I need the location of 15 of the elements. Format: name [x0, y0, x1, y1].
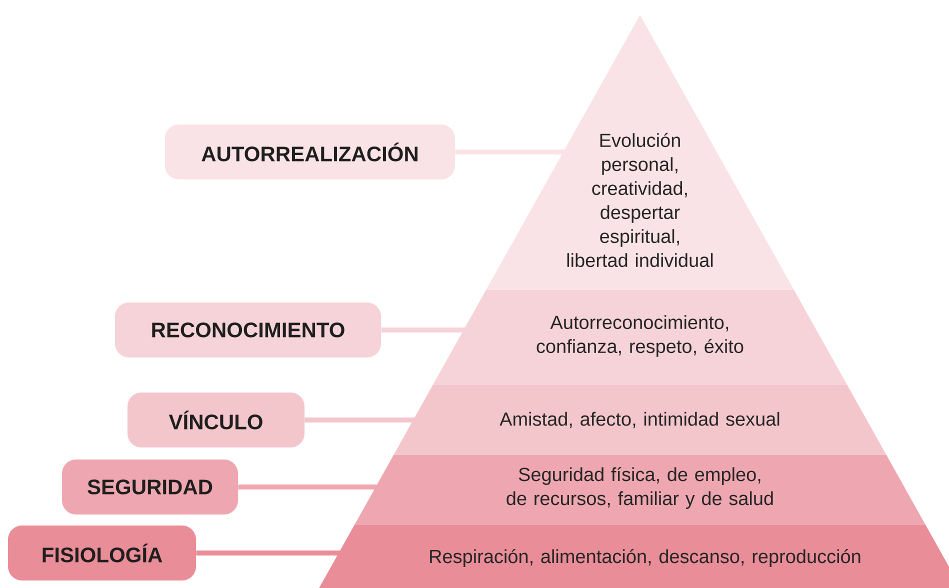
connector-line: [381, 328, 466, 332]
level-label: AUTORREALIZACIÓN: [165, 124, 455, 180]
pyramid-level: Evolución personal, creatividad, despertar espiritual, libertad individual: [486, 15, 794, 290]
level-label: VÍNCULO: [128, 392, 304, 448]
connector-line: [238, 484, 378, 490]
connector-line: [196, 550, 341, 556]
level-label: SEGURIDAD: [62, 459, 238, 514]
connector-line: [455, 149, 566, 154]
pyramid-level: Respiración, alimentación, descanso, reproducción: [319, 524, 949, 588]
level-label: RECONOCIMIENTO: [115, 302, 381, 358]
pyramid-level: Amistad, afecto, intimidad sexual: [394, 384, 886, 455]
pyramid-level: Autorreconocimiento, confianza, respeto, éxito: [432, 290, 848, 385]
pyramid-level: Seguridad física, de empleo, de recursos, familiar y de salud: [354, 454, 926, 525]
level-label: FISIOLOGÍA: [8, 525, 196, 580]
connector-line: [304, 417, 416, 422]
